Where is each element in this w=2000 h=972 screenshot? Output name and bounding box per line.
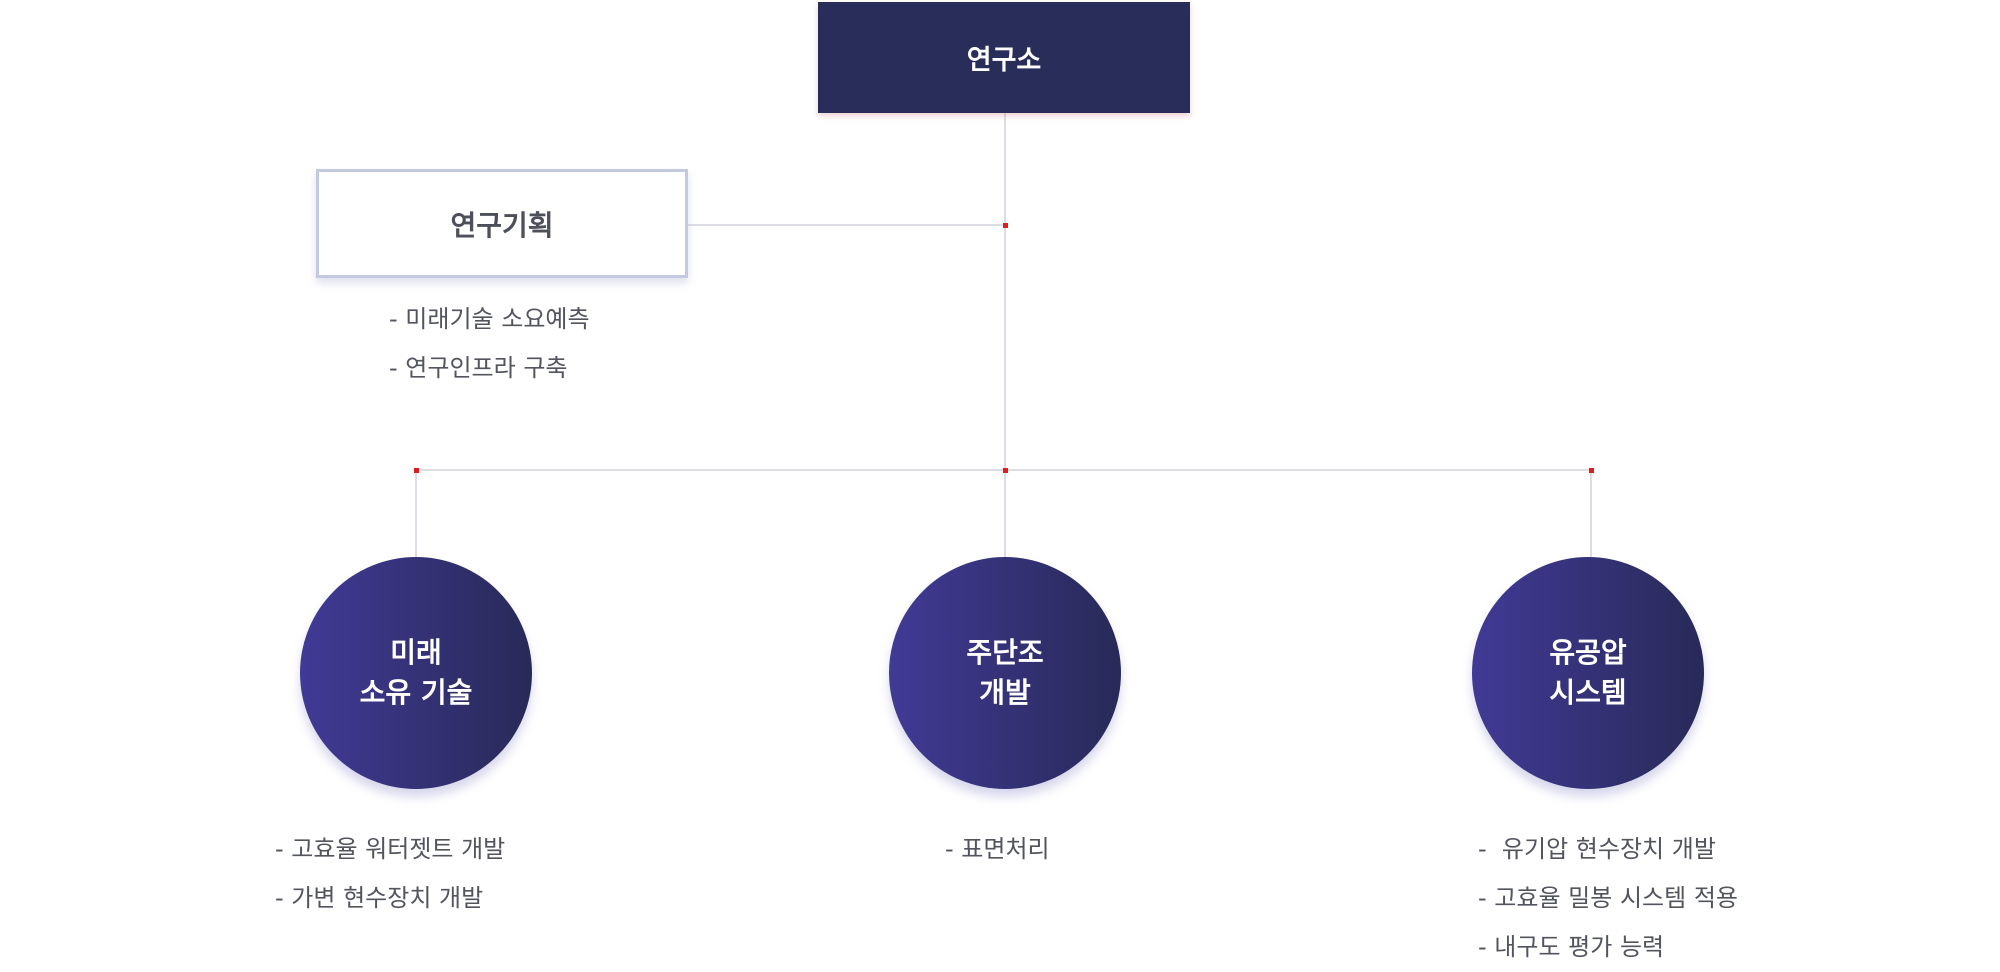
branch-node-label-line1: 미래 [390,636,442,669]
connector-right-branch [1590,470,1592,557]
branch-items-forging: - 표면처리 [945,825,1050,874]
branch-node-hydraulic: 유공압 시스템 [1472,557,1704,789]
branch-item: - 유기압 현수장치 개발 [1478,835,1716,863]
branch-node-forging: 주단조 개발 [889,557,1121,789]
branch-item: - 표면처리 [945,835,1050,863]
planning-items: - 미래기술 소요예측 - 연구인프라 구축 [389,295,590,393]
connector-root-trunk [1004,113,1006,557]
junction-dot-planning [1003,223,1008,228]
planning-node-label: 연구기획 [450,208,554,242]
connector-planning [688,224,1004,226]
planning-item: - 연구인프라 구축 [389,354,568,382]
connector-left-branch [415,470,417,557]
branch-items-hydraulic: - 유기압 현수장치 개발 - 고효율 밀봉 시스템 적용 - 내구도 평가 능… [1478,825,1738,972]
branch-items-future-tech: - 고효율 워터젯트 개발 - 가변 현수장치 개발 [275,825,505,923]
junction-dot-left [414,468,419,473]
root-node-label: 연구소 [966,45,1042,76]
branch-node-label-line1: 유공압 [1549,636,1627,669]
branch-item: - 고효율 밀봉 시스템 적용 [1478,884,1738,912]
junction-dot-right [1589,468,1594,473]
branch-node-label-line2: 시스템 [1549,676,1627,709]
planning-item: - 미래기술 소요예측 [389,305,590,333]
branch-node-label-line2: 개발 [979,676,1031,709]
planning-node: 연구기획 [316,169,688,278]
branch-item: - 내구도 평가 능력 [1478,933,1665,961]
branch-item: - 가변 현수장치 개발 [275,884,484,912]
branch-node-label-line2: 소유 기술 [359,676,473,709]
branch-node-future-tech: 미래 소유 기술 [300,557,532,789]
branch-node-label-line1: 주단조 [966,636,1044,669]
junction-dot-center [1003,468,1008,473]
branch-item: - 고효율 워터젯트 개발 [275,835,506,863]
root-node: 연구소 [818,2,1190,113]
